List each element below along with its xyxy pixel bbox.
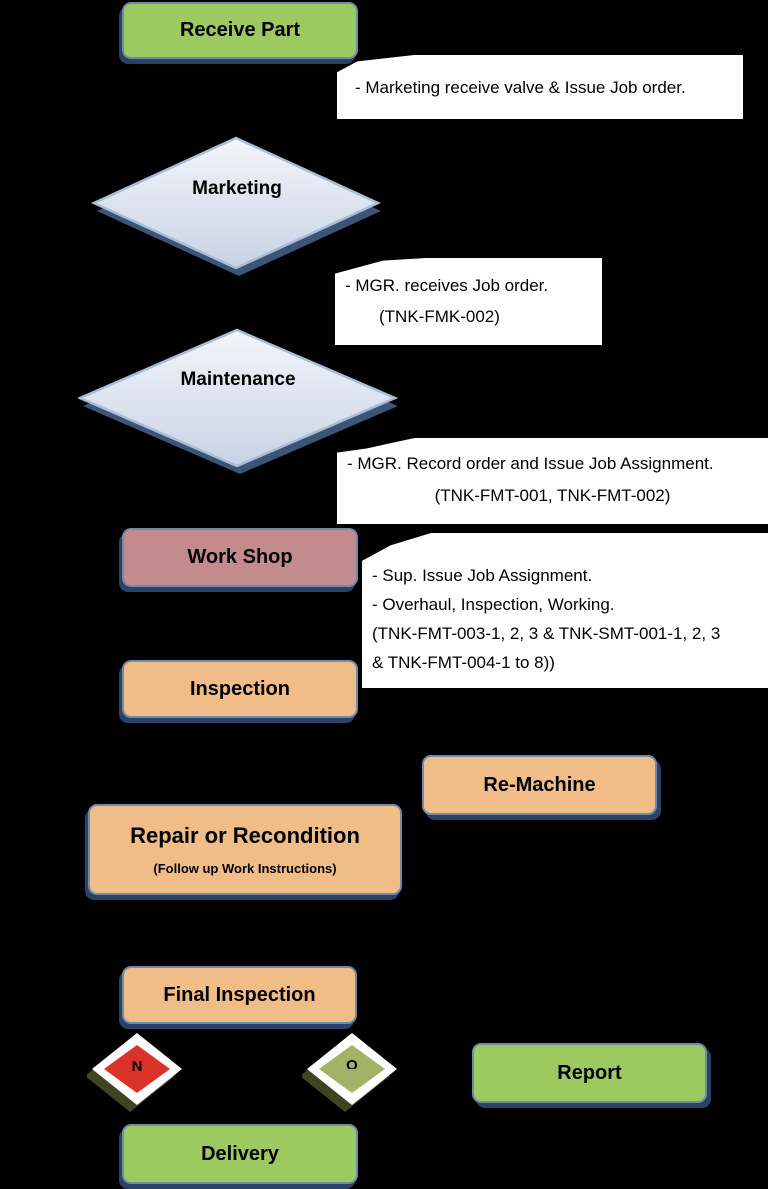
callout-workshop-note-line3: (TNK-FMT-003-1, 2, 3 & TNK-SMT-001-1, 2,… [372,624,721,643]
node-final-inspection-label: Final Inspection [163,983,316,1006]
node-work-shop: Work Shop [122,528,358,587]
node-inspection: Inspection [122,660,358,718]
callout-maintenance-note: - MGR. Record order and Issue Job Assign… [337,438,768,524]
node-repair-recondition-label: Repair or Recondition [130,823,360,848]
callout-maintenance-note-line1: - MGR. Record order and Issue Job Assign… [347,454,714,473]
node-re-machine-label: Re-Machine [483,773,596,796]
node-re-machine: Re-Machine [422,755,657,815]
node-delivery: Delivery [122,1124,358,1184]
node-report-label: Report [557,1061,622,1084]
callout-receive-note: - Marketing receive valve & Issue Job or… [337,55,743,119]
node-receive-part: Receive Part [122,2,358,59]
node-receive-part-label: Receive Part [179,19,301,41]
mini-diamond-fill-no [104,1045,170,1093]
callout-receive-note-line: - Marketing receive valve & Issue Job or… [355,78,686,97]
callout-workshop-note-line2: - Overhaul, Inspection, Working. [372,595,615,614]
diamond-face [76,328,399,468]
node-repair-recondition: Repair or Recondition (Follow up Work In… [88,804,402,895]
node-delivery-label: Delivery [201,1142,279,1165]
callout-maintenance-note-line2: (TNK-FMT-001, TNK-FMT-002) [434,486,671,505]
decision-no: N [85,1030,187,1112]
node-inspection-label: Inspection [189,677,290,700]
callout-marketing-note-line2: (TNK-FMK-002) [379,307,500,326]
mini-diamond-shape [85,1033,182,1112]
node-report: Report [472,1043,707,1103]
mini-diamond-shape [300,1033,397,1112]
decision-diamond-shape [90,136,382,276]
callout-workshop-note-line4: & TNK-FMT-004-1 to 8)) [372,653,555,672]
node-repair-recondition-sublabel: (Follow up Work Instructions) [153,861,337,876]
node-final-inspection: Final Inspection [122,966,357,1024]
callout-marketing-note: - MGR. receives Job order. (TNK-FMK-002) [335,258,602,345]
callout-workshop-note-line1: - Sup. Issue Job Assignment. [372,566,593,585]
node-work-shop-label: Work Shop [187,546,293,568]
callout-marketing-note-line1: - MGR. receives Job order. [345,276,549,295]
decision-diamond-shape [76,328,399,474]
callout-workshop-note: - Sup. Issue Job Assignment. - Overhaul,… [362,533,768,688]
decision-ok: O [300,1030,402,1112]
mini-diamond-fill-ok [319,1045,385,1093]
decision-marketing: Marketing [90,136,384,278]
diamond-face [90,136,382,270]
